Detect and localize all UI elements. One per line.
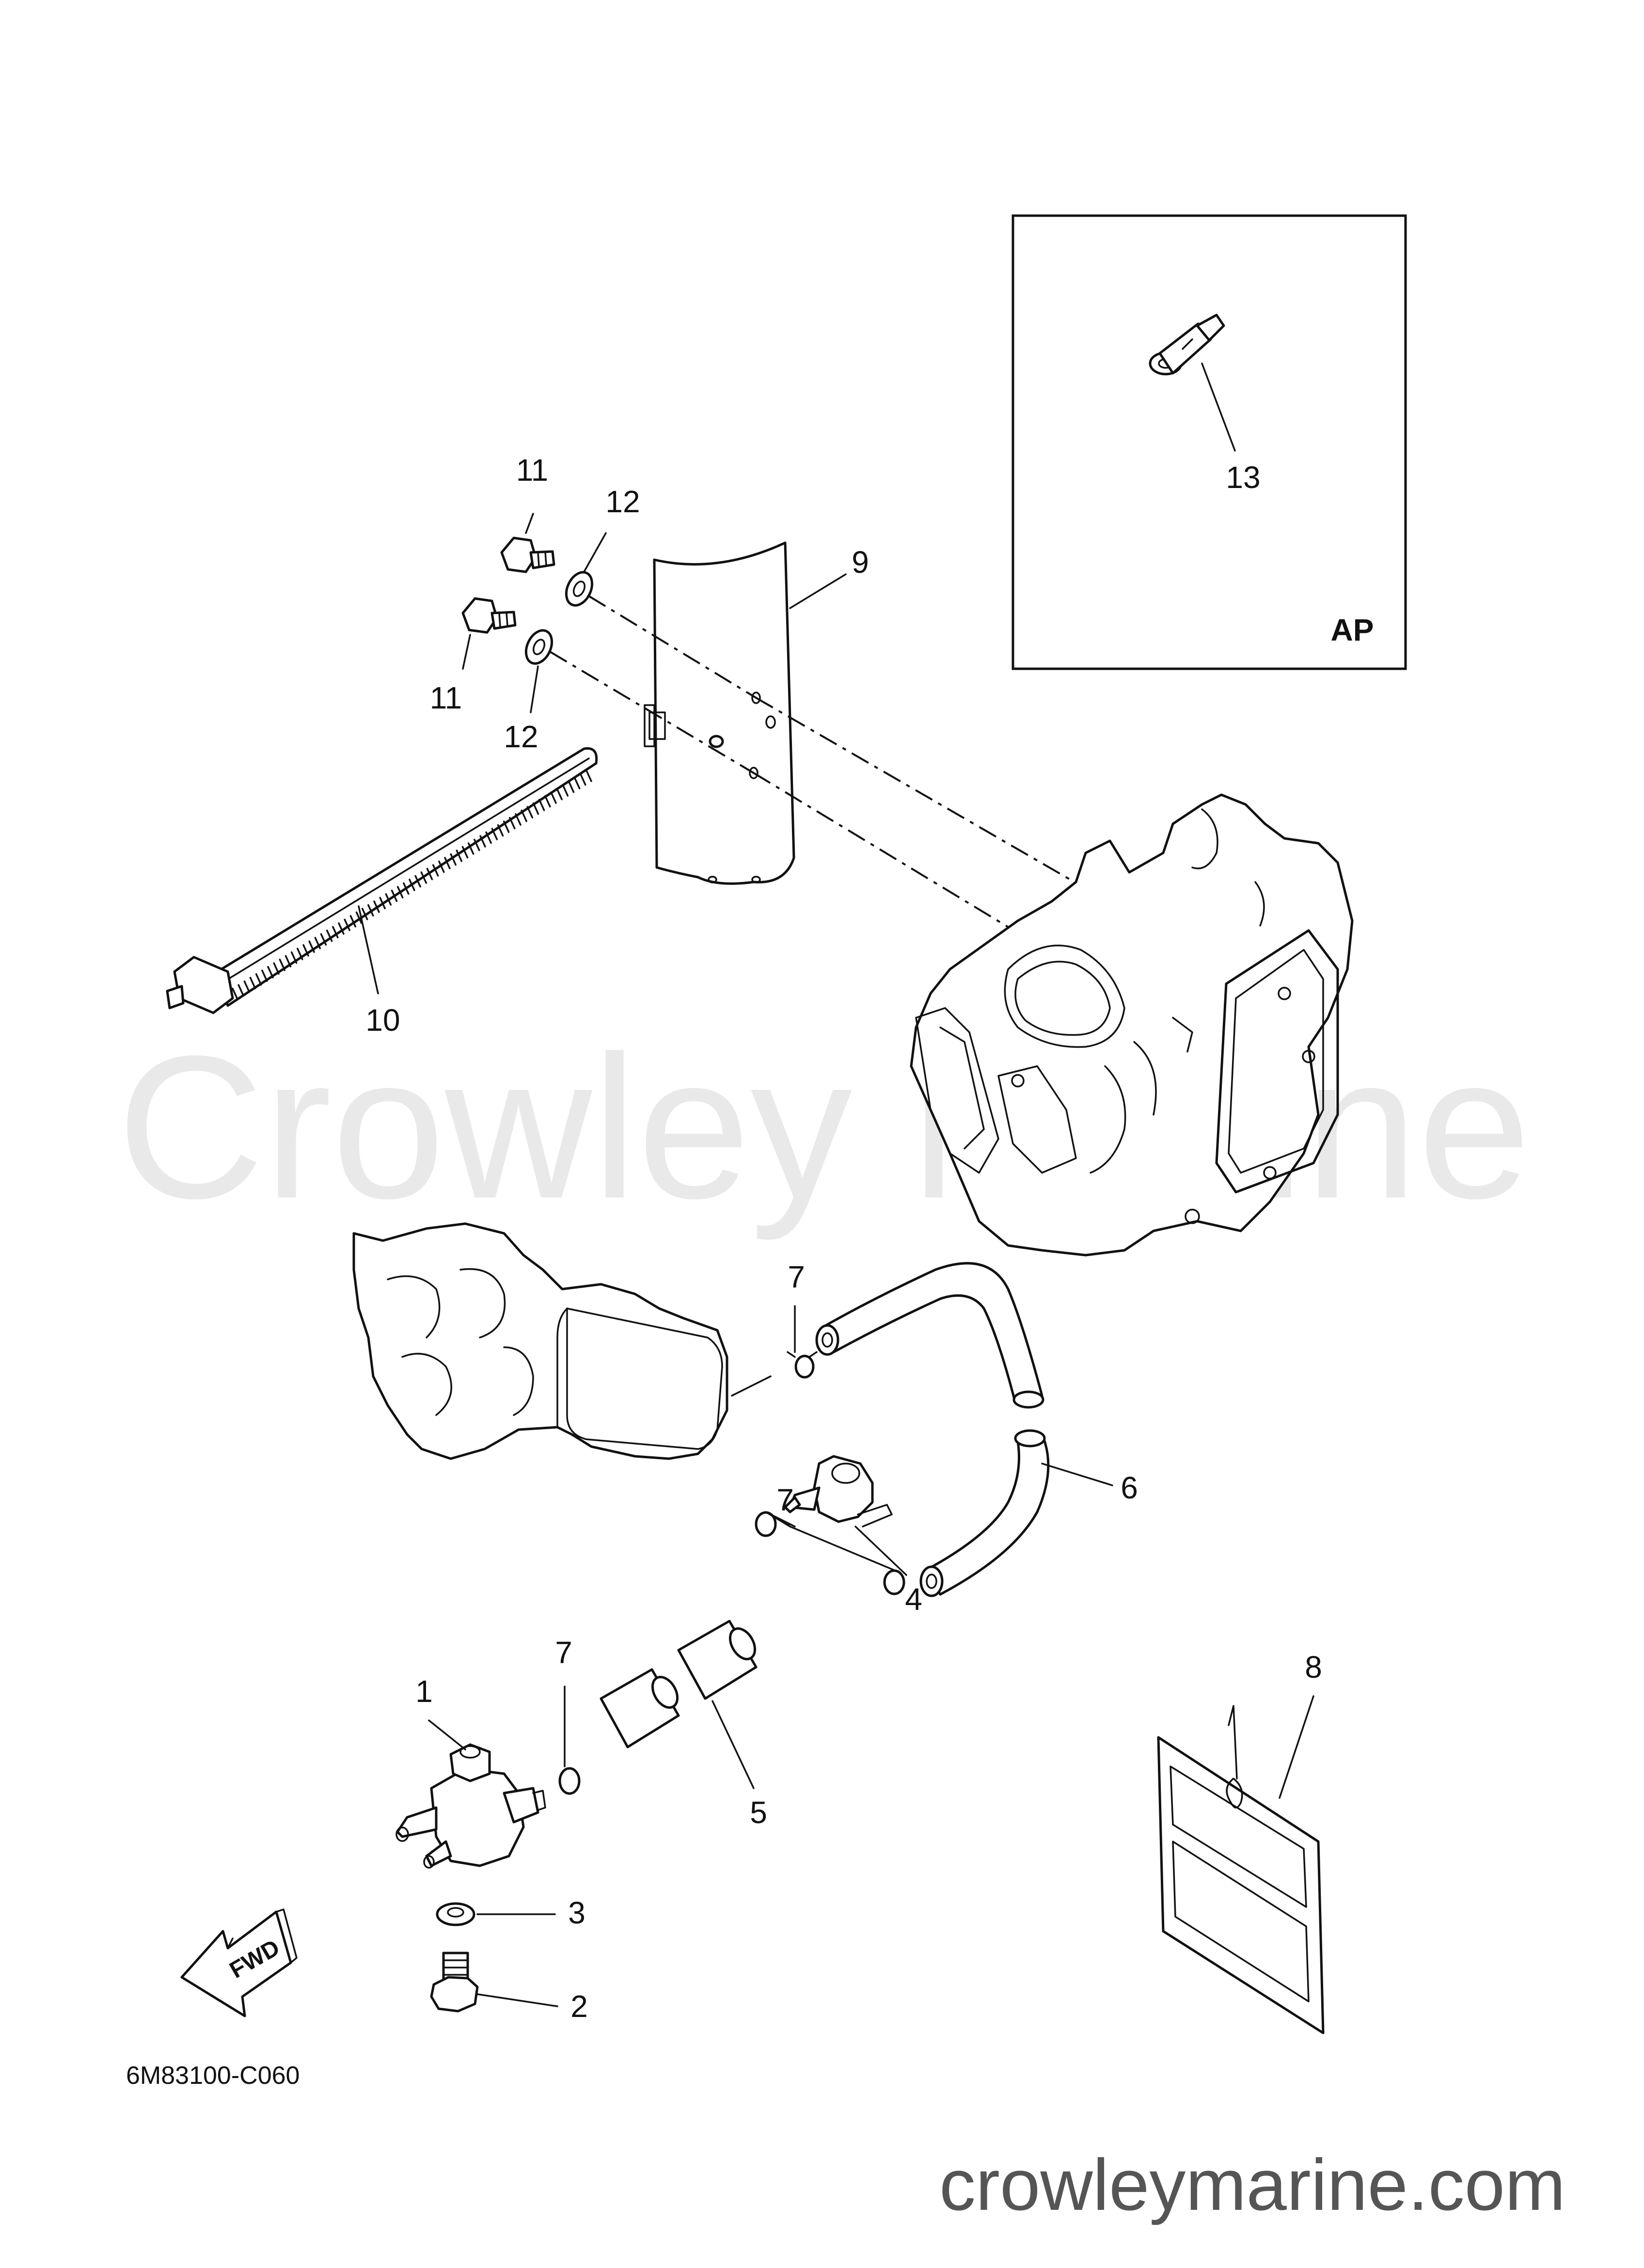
callout-11a: 11 bbox=[516, 453, 548, 488]
part-11-bolt-lower[interactable] bbox=[461, 597, 517, 634]
assembly-line bbox=[753, 772, 1019, 934]
callout-7a: 7 bbox=[788, 1260, 805, 1294]
callout-8: 8 bbox=[1305, 1650, 1322, 1685]
part-12-washer-lower[interactable] bbox=[521, 626, 557, 668]
part-11-bolt-upper[interactable] bbox=[500, 536, 555, 573]
part-3-washer[interactable] bbox=[436, 1902, 475, 1926]
leader-10 bbox=[358, 905, 379, 994]
leader-2 bbox=[476, 1993, 558, 2007]
callout-9: 9 bbox=[852, 545, 869, 580]
inset-label: AP bbox=[1331, 613, 1374, 647]
part-9-cover-plate[interactable] bbox=[644, 541, 795, 885]
callout-2: 2 bbox=[570, 1989, 588, 2024]
part-5-hose-right[interactable] bbox=[677, 1620, 760, 1700]
fuel-pump-engine-illustration bbox=[352, 1222, 772, 1460]
callout-4: 4 bbox=[905, 1582, 922, 1617]
callout-7c: 7 bbox=[555, 1635, 572, 1670]
part-code: 6M83100-C060 bbox=[126, 2062, 300, 2090]
part-1-fuel-joint[interactable] bbox=[395, 1743, 546, 1869]
callout-3: 3 bbox=[568, 1895, 585, 1930]
leader-7b bbox=[765, 1511, 895, 1571]
callout-11b: 11 bbox=[430, 680, 462, 715]
part-13-fitting[interactable] bbox=[1149, 314, 1225, 376]
part-2-screw[interactable] bbox=[430, 1952, 479, 2013]
leader-8 bbox=[1279, 1695, 1314, 1799]
callout-10: 10 bbox=[365, 1003, 400, 1038]
part-4-fuel-filter[interactable] bbox=[784, 1455, 893, 1528]
footer-site: crowleymarine.com bbox=[939, 2144, 1565, 2225]
inset-box: AP bbox=[1012, 214, 1407, 670]
leader-6 bbox=[1041, 1463, 1113, 1486]
leader-12b bbox=[530, 665, 539, 713]
leader-12a bbox=[583, 532, 607, 573]
leader-5 bbox=[711, 1700, 755, 1789]
watermark-text: Crowley Marine bbox=[117, 1014, 1531, 1242]
engine-block-illustration bbox=[910, 793, 1354, 1257]
part-10-cable-tie[interactable] bbox=[166, 747, 598, 1014]
leader-13 bbox=[1201, 362, 1236, 452]
part-12-washer-upper[interactable] bbox=[561, 568, 597, 610]
assembly-line bbox=[588, 595, 757, 699]
callout-12b: 12 bbox=[504, 719, 538, 754]
leader-11a bbox=[525, 513, 534, 534]
callout-5: 5 bbox=[750, 1795, 767, 1830]
part-7-clip-mid-right[interactable] bbox=[883, 1569, 905, 1595]
leader-1 bbox=[428, 1719, 466, 1750]
part-6-fuel-hose[interactable] bbox=[815, 1262, 1050, 1597]
part-7-clip-top[interactable] bbox=[787, 1351, 818, 1379]
fwd-arrow-icon: FWD bbox=[180, 1908, 298, 2017]
callout-13: 13 bbox=[1226, 460, 1260, 495]
cable-tie-teeth bbox=[232, 770, 592, 1000]
callout-12a: 12 bbox=[605, 484, 640, 519]
part-5-hose-left[interactable] bbox=[600, 1668, 682, 1748]
callout-6: 6 bbox=[1121, 1470, 1138, 1505]
callout-1: 1 bbox=[415, 1674, 433, 1709]
callout-7b: 7 bbox=[776, 1482, 794, 1517]
part-8-label-tag[interactable] bbox=[1157, 1705, 1325, 2034]
assembly-line bbox=[755, 697, 1096, 895]
leader-4 bbox=[854, 1526, 907, 1576]
assembly-line bbox=[549, 651, 755, 774]
leader-9 bbox=[789, 573, 847, 609]
leader-11b bbox=[462, 634, 471, 670]
part-7-clip-low[interactable] bbox=[558, 1767, 581, 1795]
